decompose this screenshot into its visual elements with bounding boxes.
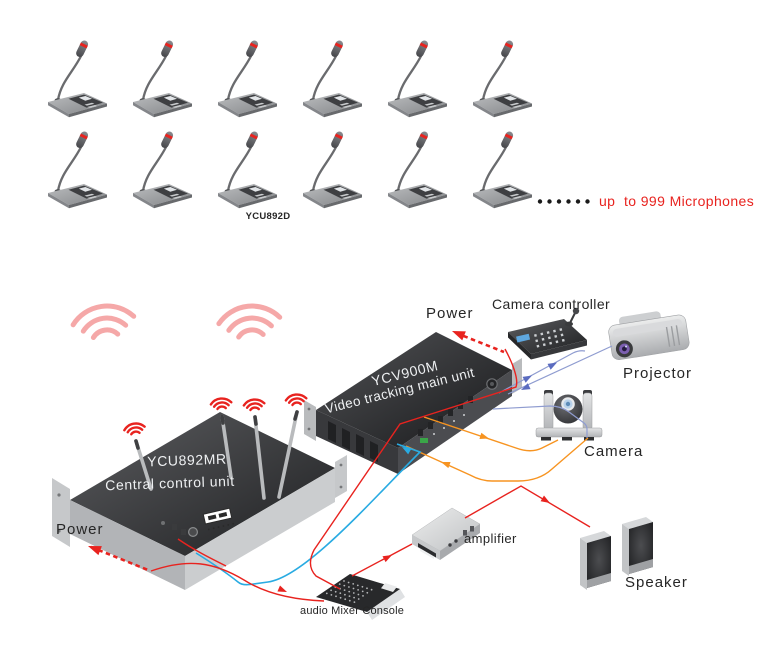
wire-camera-video — [492, 405, 588, 438]
wifi-icon — [217, 303, 281, 339]
microphone-icon — [131, 38, 194, 119]
microphone-icon — [216, 38, 279, 119]
camera-label: Camera — [584, 443, 644, 460]
arrowhead-icon — [540, 495, 552, 506]
wifi-icon — [122, 420, 147, 437]
microphone-icon — [386, 38, 449, 119]
microphone-grid — [46, 38, 534, 210]
microphone-icon — [301, 129, 364, 210]
ellipsis-dots — [537, 199, 590, 204]
wifi-icon — [242, 397, 267, 412]
arrowhead-icon — [479, 432, 490, 442]
microphone-icon — [471, 38, 534, 119]
microphone-icon — [216, 129, 279, 210]
microphone-icon — [46, 129, 109, 210]
power-dash-top — [455, 331, 505, 354]
microphone-icon — [131, 129, 194, 210]
audio-mixer — [316, 574, 405, 620]
wire-orange-2 — [405, 437, 589, 482]
connection-lines — [90, 331, 613, 602]
speaker-label: Speaker — [625, 574, 688, 591]
wire-controller — [498, 350, 586, 394]
microphone-icon — [471, 129, 534, 210]
wifi-icon — [71, 302, 136, 340]
arrowhead-icon — [522, 372, 534, 383]
power-arrow-icon — [450, 326, 466, 341]
power-dash-bottom — [90, 545, 149, 572]
camera-controller — [508, 307, 587, 360]
power-label-top: Power — [426, 305, 474, 322]
wire-orange-1 — [423, 416, 559, 452]
amplifier — [411, 507, 481, 560]
mixer-label: audio Mixer Console — [300, 605, 405, 617]
power-label-bottom: Power — [56, 521, 104, 538]
arrowhead-icon — [382, 552, 394, 563]
wire-blue — [195, 443, 422, 586]
central-control-unit — [52, 410, 347, 590]
wire-red-out — [177, 538, 227, 567]
wire-red-long — [309, 348, 518, 590]
wifi-icon — [209, 396, 234, 411]
microphone-icon — [46, 38, 109, 119]
arrowhead-icon — [439, 458, 451, 469]
wifi-icon — [284, 392, 309, 407]
camera — [535, 390, 603, 441]
microphone-icon — [301, 38, 364, 119]
speaker — [622, 517, 653, 576]
amplifier-label: amplifier — [464, 531, 517, 546]
wire-projector — [507, 345, 613, 395]
microphone-icon — [386, 129, 449, 210]
wire-red-mixer — [150, 562, 325, 602]
arrowhead-icon — [277, 585, 289, 596]
microphone-count-note: up to 999 Microphones — [599, 193, 755, 209]
projector-label: Projector — [623, 365, 693, 382]
microphone-model-label: YCU892D — [245, 211, 291, 222]
speaker — [580, 531, 611, 590]
camera-controller-label: Camera controller — [492, 296, 611, 312]
wire-mixer-amp — [351, 543, 413, 577]
projector — [608, 311, 690, 361]
wire-amp-speaker — [464, 485, 591, 528]
